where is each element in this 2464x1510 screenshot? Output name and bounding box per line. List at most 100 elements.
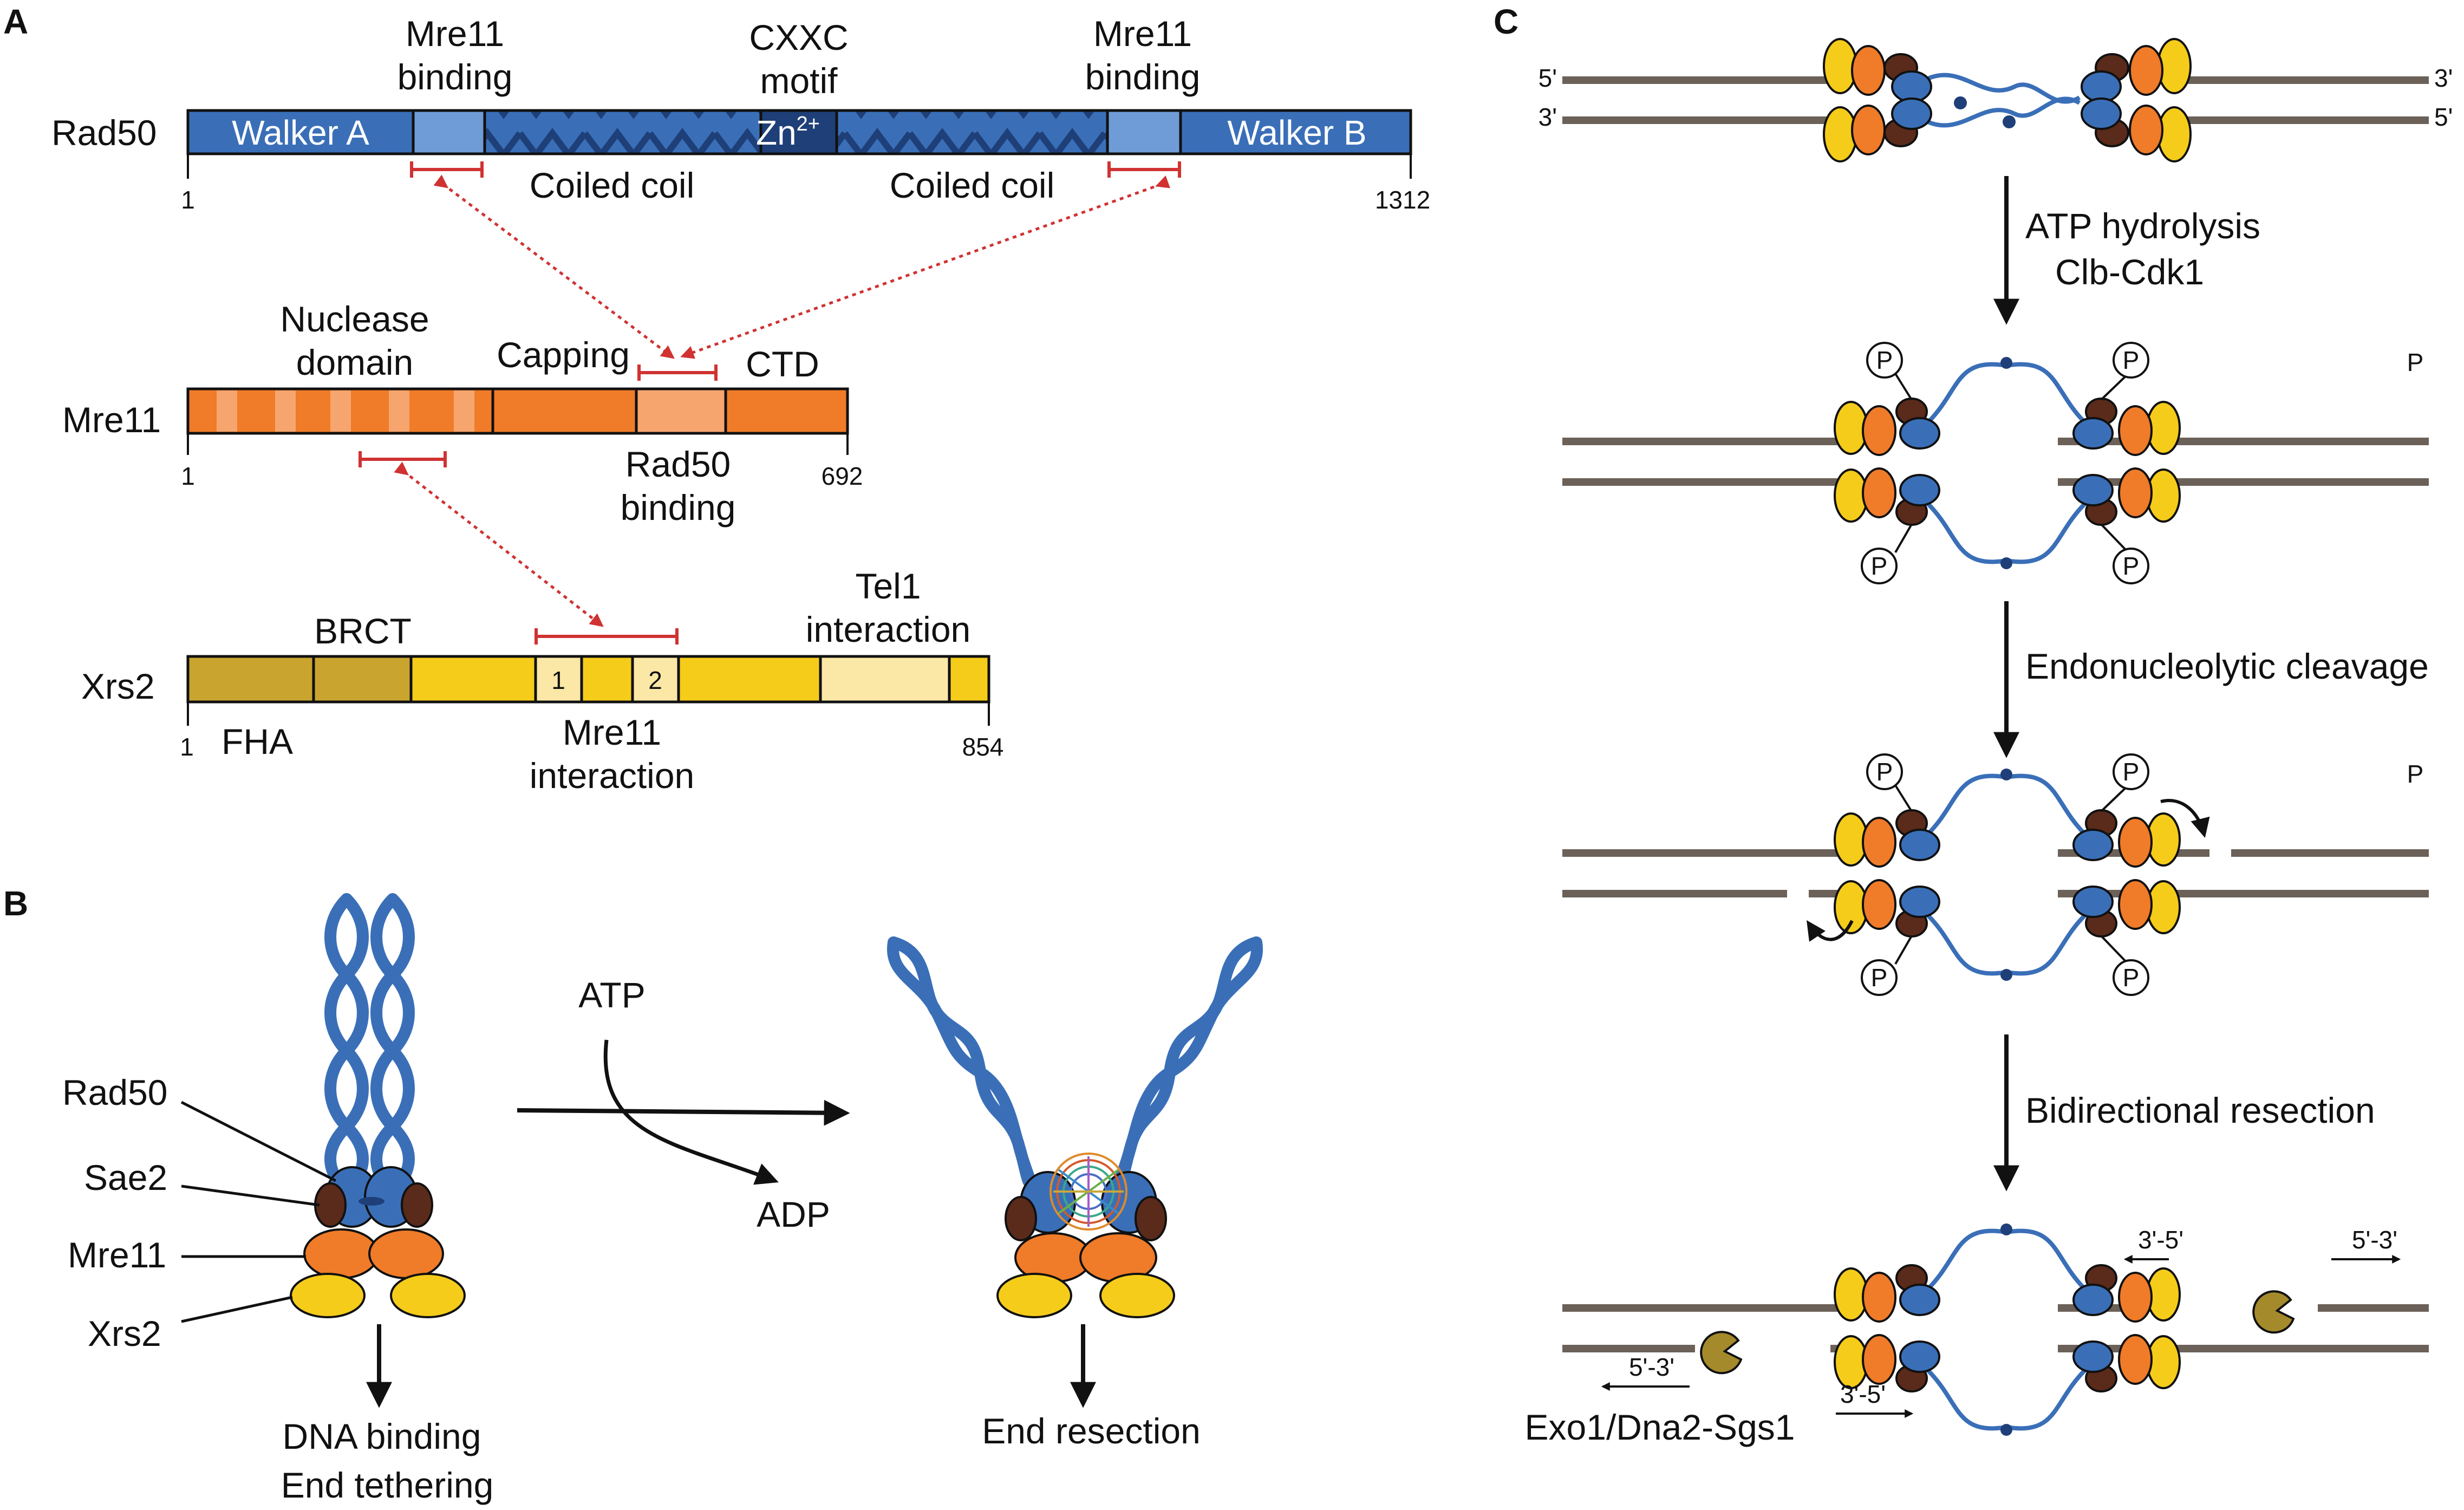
xrs2-open-left: [996, 1273, 1072, 1318]
mre11-nuclease-bracket: [358, 451, 447, 467]
mre11-start-number: 1: [181, 462, 195, 490]
fha-domain: [186, 655, 315, 704]
zinc-label: Zn2+: [756, 113, 820, 152]
cleavage-arrow-left: [1807, 920, 1854, 942]
xrs2-c-terminus: [948, 655, 990, 704]
capping-label: Capping: [497, 335, 630, 375]
exo-nuclease-left: [1700, 1331, 1743, 1375]
stray-p-label-1: P: [2407, 348, 2424, 376]
xrs2-right: [390, 1273, 466, 1318]
outcome-left-line1: DNA binding: [283, 1416, 481, 1456]
mre11-domain-map: Nuclease domain Capping CTD Mre11 1 692 …: [62, 299, 863, 528]
mre11-right: [368, 1228, 444, 1279]
mrx-pair-left: [1834, 398, 1940, 526]
rad50-coils-tethered: [1921, 73, 2081, 128]
sae2-left: [314, 1182, 347, 1228]
rad50-mre11-binding-right-domain: [1106, 109, 1182, 155]
rad50-mre11-binding-left-domain: [412, 109, 486, 155]
stage-3-cleavage: P P P P P: [1562, 753, 2429, 996]
rad50-binding-domain: [635, 387, 727, 435]
xrs2-open-right: [1099, 1273, 1175, 1318]
mre11-left: [303, 1228, 379, 1279]
rad50-end-number: 1312: [1375, 186, 1430, 214]
mre11-end-number: 692: [822, 462, 863, 490]
step-2-label: Endonucleolytic cleavage: [2025, 646, 2429, 686]
rad50-mre11-binding-left-line2: binding: [397, 57, 513, 97]
strand-bottom-left-end: 3': [1539, 103, 1557, 131]
outcome-left-line2: End tethering: [281, 1465, 494, 1505]
rad50-domain-map: Rad50 Mre11 binding CXXC motif Mre11 bin…: [51, 14, 1430, 214]
brct-domain: [312, 655, 413, 704]
hook-1: [1954, 96, 1967, 109]
interaction-brackets: [358, 161, 1181, 645]
link-mre11-to-xrs2: [394, 461, 604, 627]
exo-label: Exo1/Dna2-Sgs1: [1525, 1407, 1795, 1447]
sae2-callout-label: Sae2: [84, 1157, 167, 1197]
transition-arrow: [517, 1099, 850, 1126]
nuclease-label-line2: domain: [296, 342, 413, 382]
sae2-open-right: [1135, 1196, 1167, 1241]
mre11-interaction-label-line1: Mre11: [563, 712, 661, 752]
xrs2-linker-1: [409, 655, 537, 704]
mrx-pair-right: [2072, 398, 2181, 526]
panel-b-label: B: [3, 884, 28, 923]
link-rad50-left-to-mre11: [433, 174, 675, 359]
rad50-mre11-binding-right-line2: binding: [1085, 57, 1201, 97]
svg-text:5'-3': 5'-3': [2352, 1226, 2397, 1254]
mre11-label: Mre11: [62, 400, 161, 440]
atp-site: [358, 1197, 384, 1206]
svg-text:P: P: [1876, 346, 1893, 374]
panel-a-label: A: [3, 2, 28, 41]
svg-text:P: P: [2123, 346, 2140, 374]
sae2-open-left: [1005, 1196, 1037, 1241]
strand-bottom-right-end: 5': [2434, 103, 2453, 131]
xrs2-domain-map: BRCT Tel1 interaction Xrs2 1 2 1 854 FHA…: [81, 566, 1003, 796]
ctd-label: CTD: [746, 344, 819, 384]
xrs2-linker-2: [580, 655, 634, 704]
zinc-hook-domain: [759, 109, 838, 155]
stage-1-tethered: 5' 3' 3' 5': [1539, 38, 2453, 162]
strand-top-left-end: 5': [1539, 64, 1557, 92]
mre11-rad50-binding-bracket: [637, 365, 718, 381]
rad50-binding-label-line2: binding: [621, 487, 736, 528]
rad50-mre11-binding-right-line1: Mre11: [1093, 14, 1192, 54]
panel-b: B Rad50 Sae2 Mre11: [3, 884, 1263, 1505]
coiled-coil-left-domain: [483, 109, 762, 155]
mrx-right-1: [2081, 38, 2192, 162]
svg-text:P: P: [2123, 964, 2140, 992]
ctd-domain: [724, 387, 849, 435]
motif-1-number: 1: [551, 666, 565, 694]
svg-text:3'-5': 3'-5': [2138, 1226, 2183, 1254]
svg-text:P: P: [1876, 758, 1893, 786]
xrs2-left: [290, 1273, 366, 1318]
step-1-label-line1: ATP hydrolysis: [2025, 206, 2260, 246]
interaction-links: [394, 174, 1170, 627]
strand-top-right-end: 3': [2434, 64, 2453, 92]
cxxc-label-line1: CXXC: [749, 17, 848, 57]
nuclease-label-line1: Nuclease: [280, 299, 429, 339]
motif-2-number: 2: [648, 666, 662, 694]
rad50-label: Rad50: [51, 113, 157, 153]
rad50-binding-bracket-left: [410, 161, 484, 178]
xrs2-start-number: 1: [180, 733, 194, 761]
rad50-start-number: 1: [181, 186, 195, 214]
atp-label: ATP: [578, 975, 645, 1015]
panel-a: A Rad50 Mre11 binding CXXC motif Mre11 b…: [3, 2, 1430, 796]
rad50-binding-label-line1: Rad50: [625, 444, 731, 484]
sae2-right: [401, 1182, 433, 1228]
mre11-callout-label: Mre11: [68, 1235, 166, 1275]
mre11-interaction-motif-2: [631, 655, 680, 704]
xrs2-callout-label: Xrs2: [88, 1313, 161, 1353]
rad50-callout-label: Rad50: [62, 1072, 168, 1112]
mre11-interaction-label-line2: interaction: [530, 756, 695, 796]
capping-domain: [491, 387, 638, 435]
xrs2-linker-3: [677, 655, 822, 704]
atp-hydrolysis-curve-arrow: [603, 1039, 779, 1185]
tel1-label-line1: Tel1: [855, 566, 921, 606]
mrx-complex-open: [886, 936, 1263, 1318]
phospho-markers: [1861, 342, 2149, 584]
coiled-coil-right-domain: [835, 109, 1109, 155]
link-rad50-right-to-mre11: [680, 175, 1170, 359]
brct-label: BRCT: [314, 611, 412, 651]
rad50-coiled-coils-open: [886, 936, 1263, 1192]
